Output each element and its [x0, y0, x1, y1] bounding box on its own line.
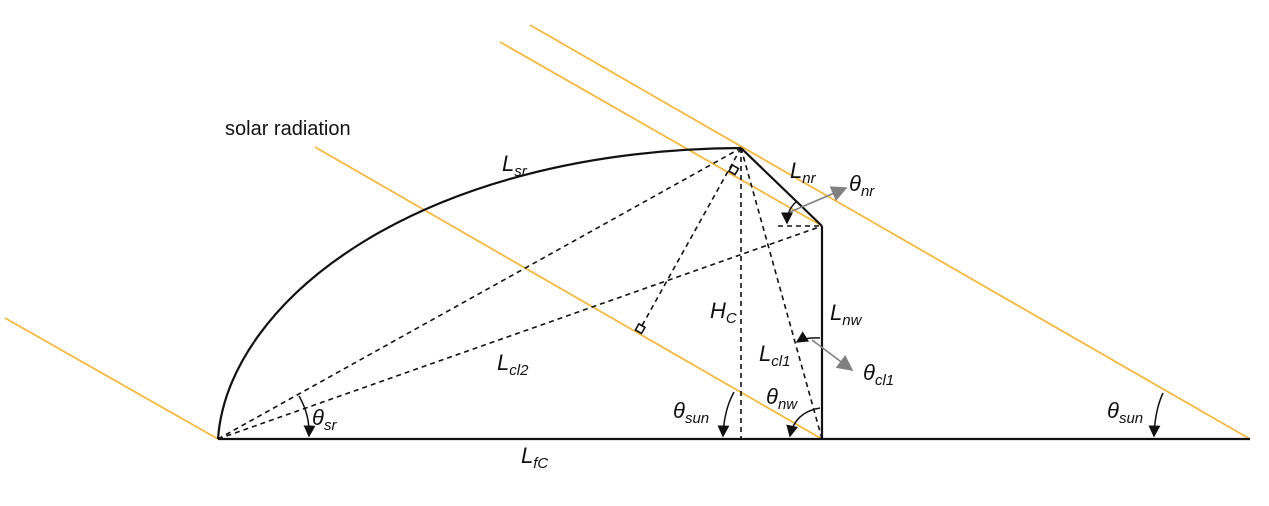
label-main: L [497, 350, 510, 375]
theta-nr-arc [781, 201, 797, 225]
label-l-sr: Lsr [502, 151, 527, 180]
label-sub: cl1 [874, 372, 895, 389]
label-sub: C [725, 310, 737, 327]
sun-ray-3 [314, 146, 823, 440]
label-main: θ [673, 398, 685, 423]
north-roof [740, 147, 823, 227]
label-l-nr: Lnr [790, 158, 816, 187]
perpendicular [638, 147, 742, 332]
label-main: θ [863, 360, 875, 385]
theta-cl1-pointer [811, 339, 854, 371]
right-angle-marker-bottom [634, 322, 647, 335]
label-sub: cl1 [771, 353, 791, 370]
label-l-cl1: Lcl1 [759, 341, 791, 370]
theta-cl1-arc [795, 331, 821, 343]
label-theta-sun-left: θsun [673, 398, 710, 427]
right-angle-marker-top [727, 163, 740, 176]
theta-nw-arc [786, 407, 821, 438]
label-sub: fC [533, 455, 549, 472]
label-sub: sun [1118, 410, 1144, 427]
solar-radiation-label: solar radiation [225, 118, 351, 140]
theta-sr-arc [298, 395, 316, 438]
sun-ray-4 [4, 317, 219, 440]
sun-ray-2 [499, 41, 823, 227]
label-sub: nr [802, 170, 816, 187]
label-main: L [790, 158, 803, 183]
label-main: L [502, 151, 515, 176]
label-main: H [710, 298, 726, 323]
label-l-cl2: Lcl2 [497, 350, 529, 379]
theta-nr-pointer [789, 186, 848, 213]
label-main: θ [766, 384, 778, 409]
label-theta-sun-right: θsun [1107, 398, 1144, 427]
label-sub: cl2 [509, 362, 529, 379]
label-main: θ [1107, 398, 1119, 423]
label-sub: nw [842, 312, 862, 329]
label-main: L [830, 300, 843, 325]
label-h-c: HC [710, 298, 737, 327]
sun-ray-1 [529, 24, 1251, 440]
south-roof-arc [216, 146, 742, 440]
label-main: L [521, 443, 534, 468]
chord-sr [217, 147, 742, 440]
label-theta-nr: θnr [849, 171, 875, 200]
label-sub: nr [860, 183, 875, 200]
label-theta-cl1: θcl1 [863, 360, 895, 389]
label-l-nw: Lnw [830, 300, 862, 329]
label-sub: nw [777, 396, 798, 413]
label-theta-nw: θnw [766, 384, 798, 413]
label-main: θ [849, 171, 861, 196]
theta-sun-left-arc [717, 391, 735, 438]
label-sub: sr [514, 163, 527, 180]
label-main: θ [312, 405, 324, 430]
label-main: L [759, 341, 772, 366]
theta-sun-right-arc [1148, 392, 1164, 438]
label-sub: sun [684, 410, 710, 427]
label-theta-sr: θsr [312, 405, 337, 434]
chord-cl2 [217, 225, 823, 440]
label-sub: sr [323, 417, 337, 434]
label-l-fc: LfC [521, 443, 549, 472]
